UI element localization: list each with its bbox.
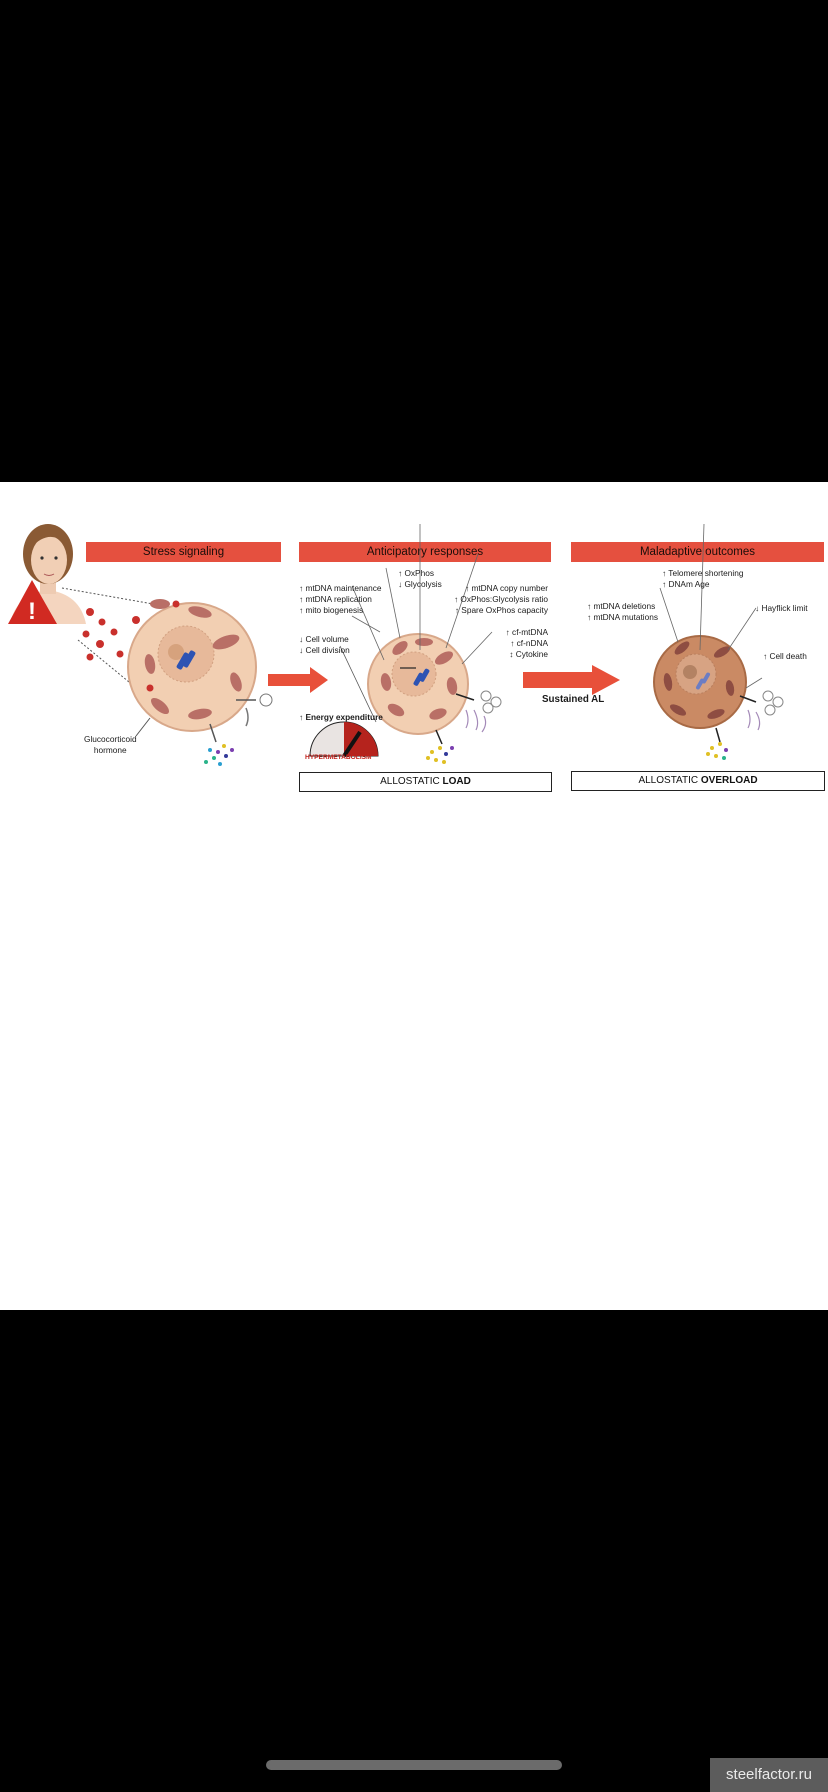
cell-1 <box>127 599 257 732</box>
mtdna-copy-number-label: ↑ mtDNA copy number ↑ OxPhos:Glycolysis … <box>453 583 548 616</box>
cell-2 <box>367 633 469 735</box>
progression-arrow-2 <box>523 665 620 695</box>
diagram-figure: Stress signaling Anticipatory responses … <box>0 482 828 1310</box>
diagram-artwork: ! <box>8 523 784 766</box>
released-particles-2 <box>426 746 454 764</box>
cell-volume-label: ↓ Cell volume ↓ Cell division <box>299 634 350 656</box>
hypermetabolism-label: HYPERMETABOLISM <box>305 754 372 761</box>
warning-icon: ! <box>8 580 57 625</box>
released-particles-1 <box>204 744 234 766</box>
telomere-label: ↑ Telomere shortening ↑ DNAm Age <box>662 568 744 590</box>
allostatic-load-box: ALLOSTATIC LOAD <box>299 772 552 792</box>
mtdna-maintenance-label: ↑ mtDNA maintenance ↑ mtDNA replication … <box>299 583 382 616</box>
hormone-dots <box>82 608 140 661</box>
anticipatory-responses-header: Anticipatory responses <box>299 542 551 562</box>
oxphos-label: ↑ OxPhos ↓ Glycolysis <box>398 568 442 590</box>
cell-death-label: ↑ Cell death <box>763 651 807 661</box>
progression-arrow-1 <box>268 667 328 693</box>
hayflick-limit-label: ↓ Hayflick limit <box>755 603 808 613</box>
mtdna-deletions-label: ↑ mtDNA deletions ↑ mtDNA mutations <box>587 601 659 623</box>
watermark: steelfactor.ru <box>710 1758 828 1792</box>
maladaptive-outcomes-header: Maladaptive outcomes <box>571 542 824 562</box>
sustained-al-label: Sustained AL <box>542 694 605 705</box>
cell-3 <box>653 635 747 729</box>
home-indicator[interactable] <box>266 1760 562 1770</box>
allostatic-overload-box: ALLOSTATIC OVERLOAD <box>571 771 825 791</box>
energy-expenditure-label: ↑ Energy expenditure <box>299 712 383 722</box>
cf-dna-label: ↑ cf-mtDNA ↑ cf-nDNA ↕ Cytokine <box>505 627 548 660</box>
warning-symbol: ! <box>28 598 36 625</box>
glucocorticoid-hormone-label: Glucocorticoid hormone <box>84 734 137 756</box>
hypermetabolism-gauge <box>309 721 379 758</box>
released-particles-3 <box>706 742 728 760</box>
stress-signaling-header: Stress signaling <box>86 542 281 562</box>
